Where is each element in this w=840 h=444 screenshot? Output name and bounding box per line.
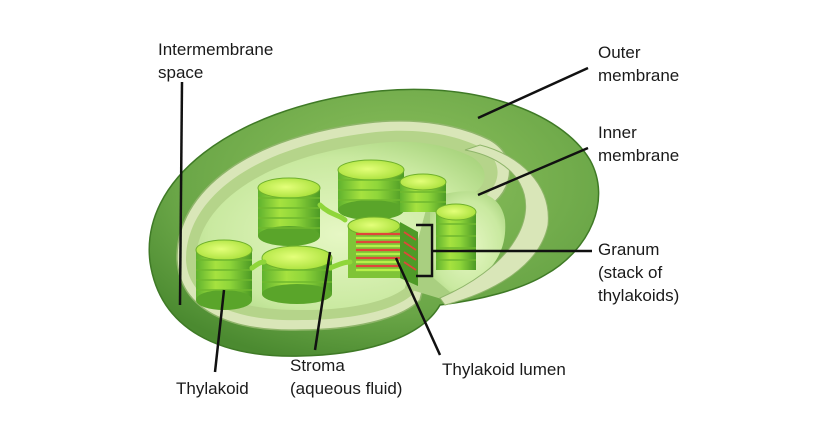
right-rim — [439, 144, 549, 306]
leader-lumen — [394, 257, 442, 356]
granum-stack — [261, 245, 333, 304]
leader-stroma — [313, 251, 332, 351]
leader-inner — [477, 146, 589, 197]
granum-stack — [257, 177, 321, 246]
label-inner-membrane: Inner membrane — [598, 123, 680, 165]
label-intermembrane-space: Intermembrane space — [158, 40, 274, 82]
granum-cutaway — [347, 216, 418, 286]
granum-stack — [399, 173, 447, 212]
label-outer-membrane: Outer membrane — [598, 43, 680, 85]
label-granum: Granum (stack of thylakoids) — [598, 240, 680, 305]
leader-intermembrane — [178, 81, 184, 306]
label-thylakoid-lumen: Thylakoid lumen — [442, 360, 566, 379]
granum-stacks — [195, 159, 477, 310]
lumen-stripes — [356, 232, 400, 268]
label-stroma: Stroma (aqueous fluid) — [290, 356, 403, 398]
granum-stack — [435, 203, 477, 270]
granum-stack — [337, 159, 405, 220]
leader-outer — [477, 66, 589, 120]
leader-thylakoid — [213, 289, 226, 373]
label-thylakoid: Thylakoid — [176, 379, 249, 398]
leader-lines — [178, 66, 592, 373]
stroma-lamellae — [249, 202, 353, 271]
